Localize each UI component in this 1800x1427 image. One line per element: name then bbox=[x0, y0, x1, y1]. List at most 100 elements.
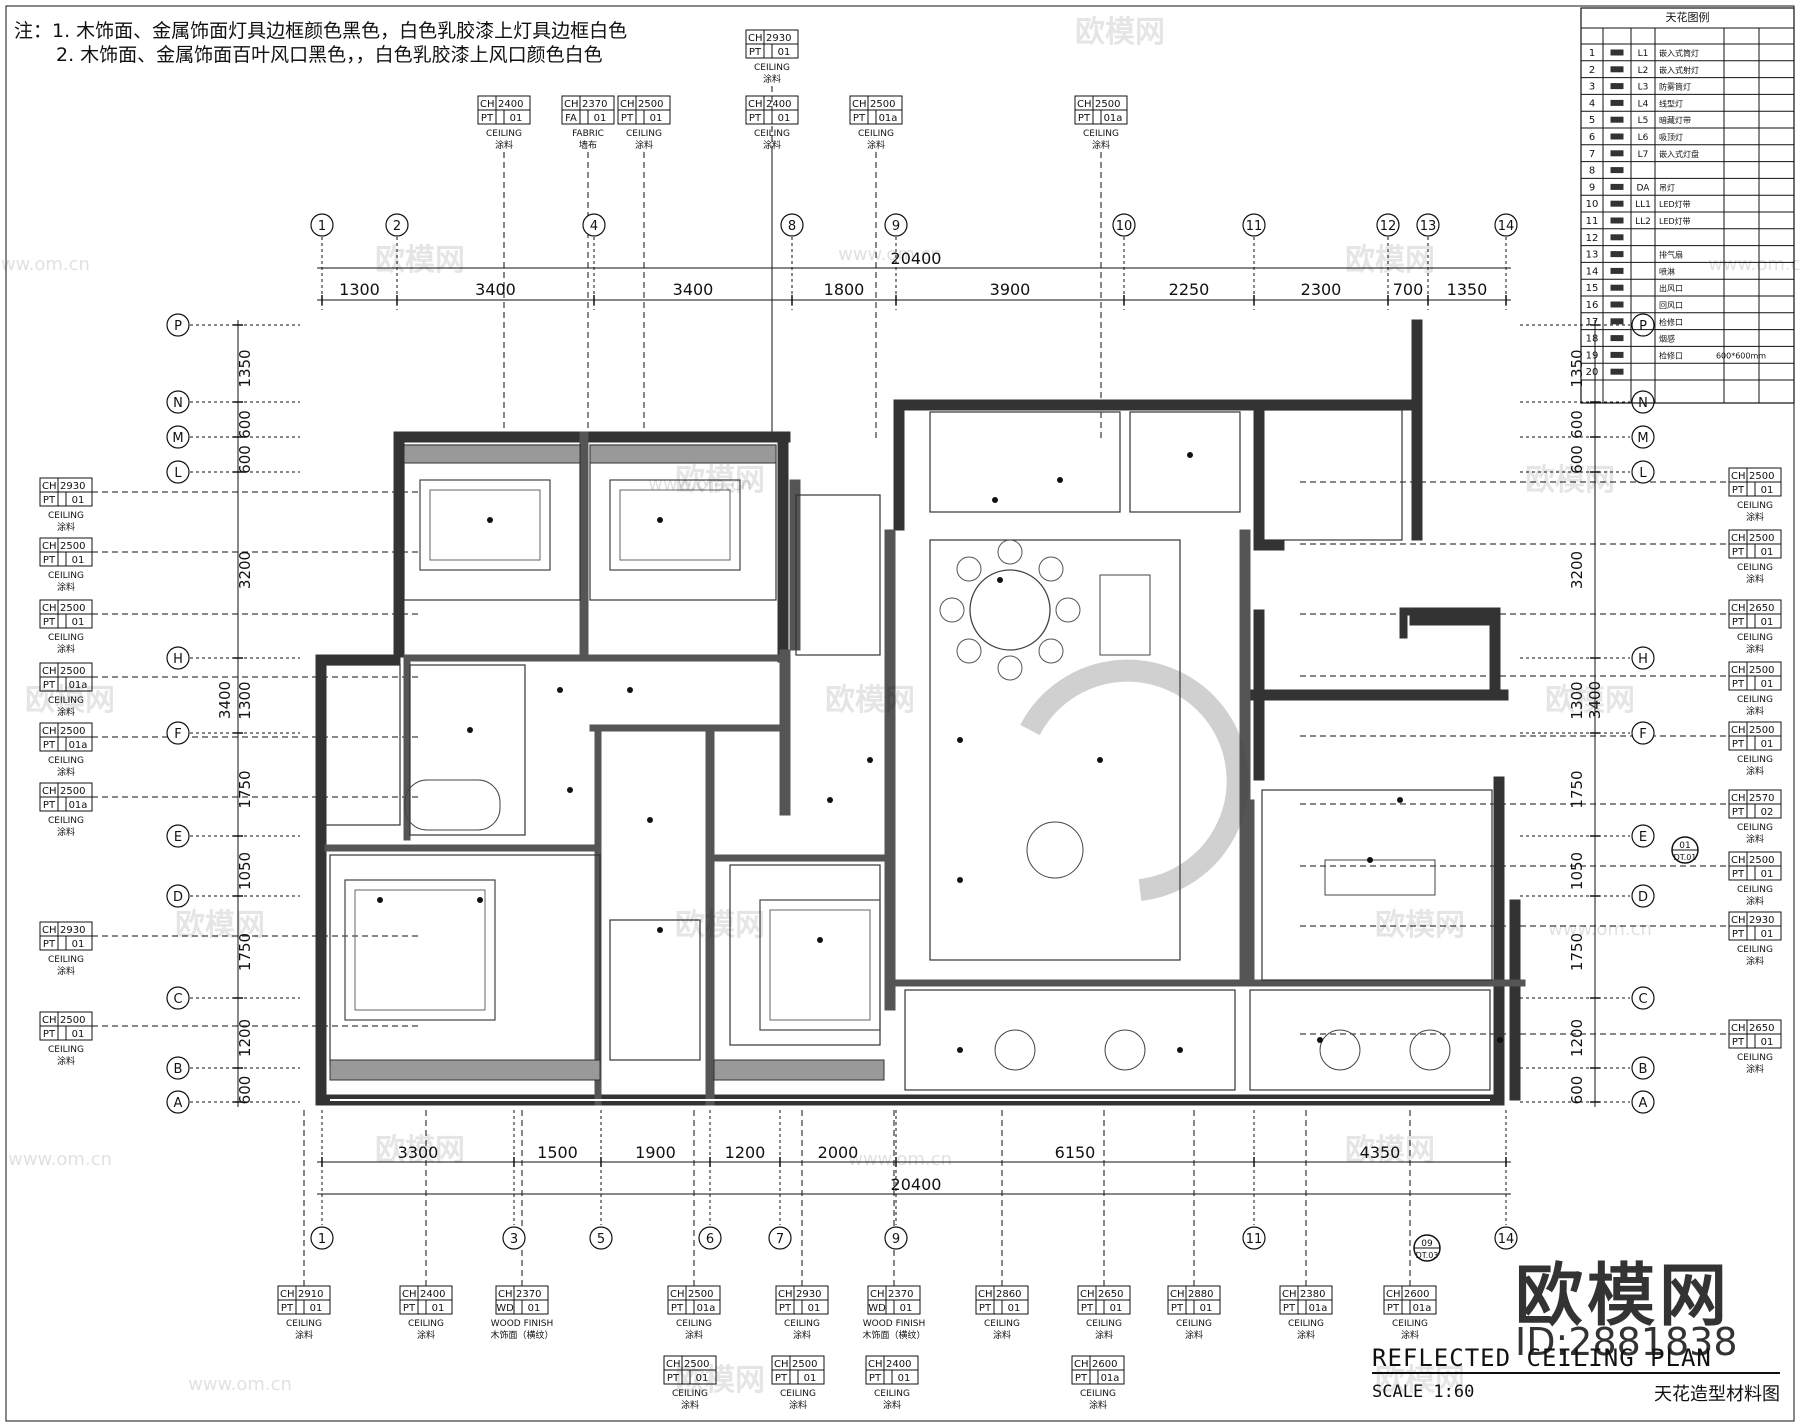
wall-17 bbox=[1489, 614, 1501, 696]
tag-bottom2-1-pt: PT bbox=[775, 1373, 788, 1384]
legend-symbol-4 bbox=[1610, 116, 1624, 123]
legend-code-9: LL1 bbox=[1635, 200, 1651, 210]
light-fixture-15 bbox=[1097, 757, 1103, 763]
tag-bottom2-3-code: 01a bbox=[1101, 1373, 1120, 1384]
tag-bottom-3-pt: PT bbox=[671, 1303, 684, 1314]
watermark-brand-3: 欧模网 bbox=[675, 463, 765, 498]
watermark-brand-11: 欧模网 bbox=[375, 1133, 465, 1168]
grid-bottom-1-label: 1 bbox=[318, 1232, 326, 1247]
dim-bottom-total: 20400 bbox=[891, 1175, 942, 1194]
grid-left-P-label: P bbox=[174, 319, 182, 334]
dim-left-2: 600 bbox=[236, 445, 254, 474]
room-6 bbox=[929, 539, 1181, 961]
watermark-site-2: www.om.cn bbox=[1708, 254, 1800, 275]
tag-bottom-5-ch: CH bbox=[870, 1289, 885, 1300]
tag-bottom2-3-cn: 涂料 bbox=[1089, 1399, 1107, 1411]
tag-left-7-name: CEILING bbox=[48, 1045, 84, 1055]
tag-right-4-code: 01 bbox=[1761, 739, 1774, 750]
tag-left-1-ch: CH bbox=[42, 541, 57, 552]
tag-right-0-ch: CH bbox=[1731, 471, 1746, 482]
tag-bottom-1-cn: 涂料 bbox=[417, 1329, 435, 1341]
tag-bottom-7-height: 2650 bbox=[1098, 1289, 1123, 1300]
tag-bottom-2-pt: WD bbox=[496, 1303, 514, 1314]
tag-right-8-cn: 涂料 bbox=[1746, 1063, 1764, 1075]
dim-top-0: 1300 bbox=[339, 280, 380, 299]
grid-left-M-label: M bbox=[172, 431, 183, 446]
tag-right-2-height: 2650 bbox=[1749, 603, 1774, 614]
light-fixture-4 bbox=[467, 727, 473, 733]
legend-no-9: 10 bbox=[1586, 199, 1599, 210]
tag-bottom-0-cn: 涂料 bbox=[295, 1329, 313, 1341]
legend-symbol-12 bbox=[1610, 251, 1624, 258]
lounge-chair-1 bbox=[1104, 1029, 1146, 1071]
dining-chair bbox=[997, 655, 1023, 681]
tag-top-0-code: 01 bbox=[510, 113, 523, 124]
plan-scale: SCALE 1:60 bbox=[1372, 1382, 1475, 1402]
room-13 bbox=[609, 919, 701, 1061]
tag-left-3-name: CEILING bbox=[48, 696, 84, 706]
light-fixture-7 bbox=[827, 797, 833, 803]
inner-wall-13 bbox=[324, 844, 601, 852]
grid-left-A-circle bbox=[166, 1090, 190, 1114]
dim-top-total: 20400 bbox=[891, 249, 942, 268]
tag-right-6-name: CEILING bbox=[1737, 885, 1773, 895]
inner-wall-12 bbox=[403, 659, 411, 841]
watermark-brand-1: 欧模网 bbox=[375, 243, 465, 278]
tag-bottom2-2-code: 01 bbox=[898, 1373, 911, 1384]
grid-bottom-14-label: 14 bbox=[1498, 1232, 1515, 1247]
tag-bottom2-2-name: CEILING bbox=[874, 1389, 910, 1399]
furniture bbox=[344, 452, 1503, 1071]
grid-left-F-label: F bbox=[174, 727, 181, 742]
tag-bottom-2-cn: 木饰面（横纹） bbox=[490, 1329, 553, 1341]
dim-top-8: 1350 bbox=[1447, 280, 1488, 299]
dim-left-total: 3400 bbox=[216, 681, 234, 719]
grid-left-A-label: A bbox=[174, 1096, 183, 1111]
tag-left-0-cn: 涂料 bbox=[57, 521, 75, 533]
watermark-site-6: www.om.cn bbox=[1548, 919, 1652, 940]
tag-bottom2-1-ch: CH bbox=[774, 1359, 789, 1370]
watermark-brand-10: 欧模网 bbox=[1375, 908, 1465, 943]
tag-bottom2-1-name: CEILING bbox=[780, 1389, 816, 1399]
tag-left-4-cn: 涂料 bbox=[57, 766, 75, 778]
grid-bottom-11-circle bbox=[1242, 1226, 1266, 1250]
room-11 bbox=[1129, 411, 1241, 513]
dim-bottom-6: 4350 bbox=[1360, 1143, 1401, 1162]
bed-0 bbox=[419, 479, 551, 571]
light-fixture-3 bbox=[627, 687, 633, 693]
legend-symbol-8 bbox=[1610, 183, 1624, 190]
tag-bottom-9-name: CEILING bbox=[1288, 1319, 1324, 1329]
tag-right-5-code: 02 bbox=[1761, 807, 1774, 818]
inner-wall-3 bbox=[594, 859, 602, 1106]
tag-right-0-pt: PT bbox=[1732, 485, 1745, 496]
tag-right-2-cn: 涂料 bbox=[1746, 643, 1764, 655]
tag-right-6-pt: PT bbox=[1732, 869, 1745, 880]
tag-top-1-height: 2370 bbox=[582, 99, 607, 110]
dim-left-3: 3200 bbox=[236, 551, 254, 589]
light-fixture-14 bbox=[957, 877, 963, 883]
tag-right-1-height: 2500 bbox=[1749, 533, 1774, 544]
tag-right-5-height: 2570 bbox=[1749, 793, 1774, 804]
tag-top-0-cn: 涂料 bbox=[495, 139, 513, 151]
tag-right-1-name: CEILING bbox=[1737, 563, 1773, 573]
walls bbox=[315, 319, 1526, 1106]
tag-bottom-10-ch: CH bbox=[1386, 1289, 1401, 1300]
tag-right-7-ch: CH bbox=[1731, 915, 1746, 926]
note-line-2: 2. 木饰面、金属饰面百叶风口黑色，，白色乳胶漆上风口颜色白色 bbox=[56, 44, 603, 66]
legend-desc-18: 检修口 bbox=[1659, 350, 1683, 360]
tag-bottom2-1-code: 01 bbox=[804, 1373, 817, 1384]
tag-left-5-height: 2500 bbox=[60, 786, 85, 797]
tag-right-8-height: 2650 bbox=[1749, 1023, 1774, 1034]
grid-bottom-3-label: 3 bbox=[510, 1232, 518, 1247]
grid-bottom-9-label: 9 bbox=[892, 1232, 900, 1247]
tag-top-1-ch: CH bbox=[564, 99, 579, 110]
tag-top-5-pt: PT bbox=[853, 113, 866, 124]
tag-bottom2-1-height: 2500 bbox=[792, 1359, 817, 1370]
watermark-brand-14: 欧模网 bbox=[1375, 1363, 1465, 1398]
